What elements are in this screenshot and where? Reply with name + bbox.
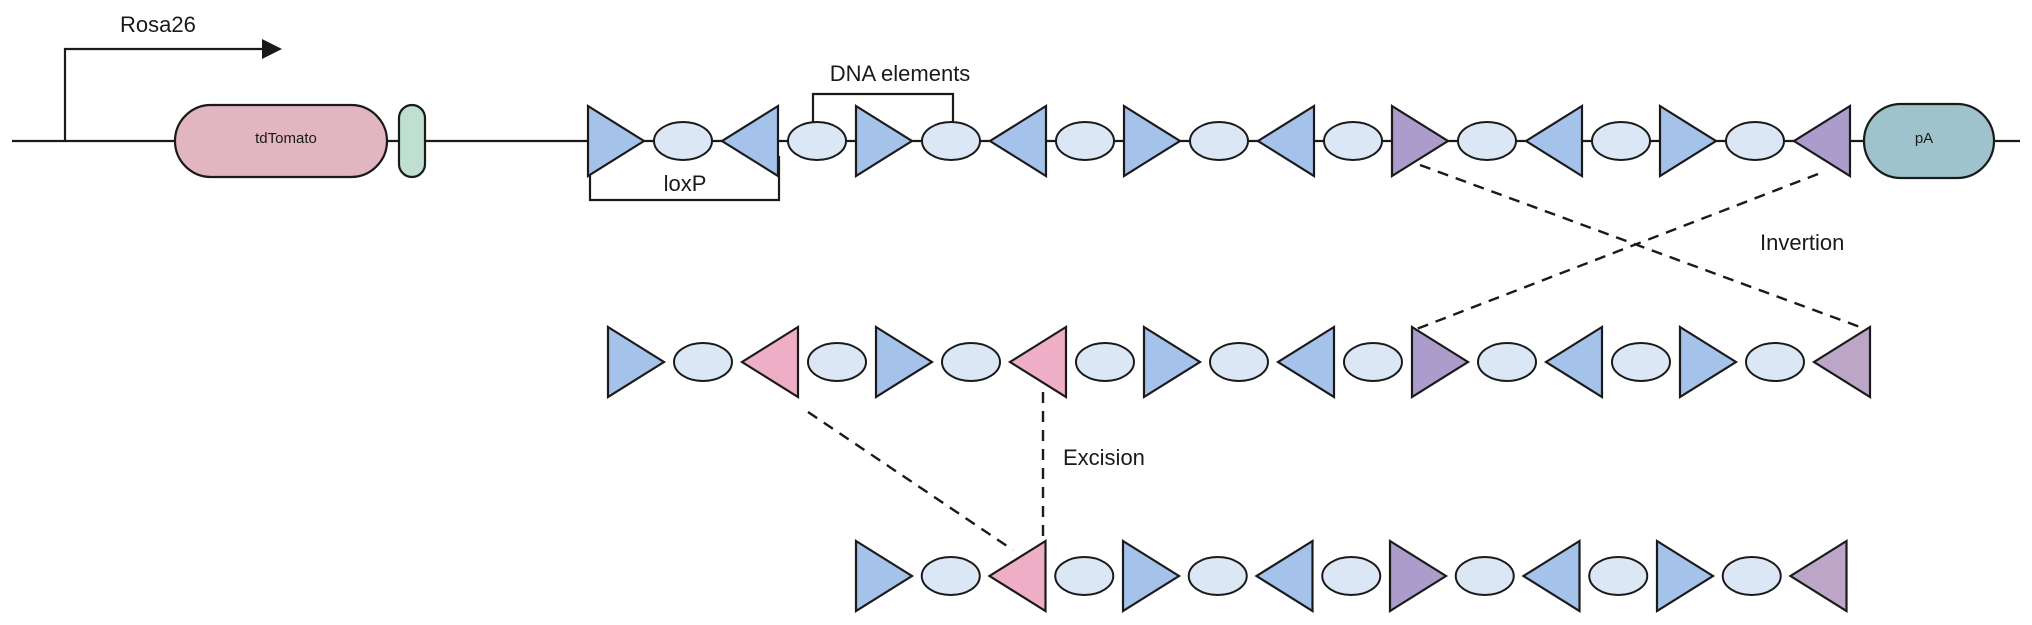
inverted-dna-element-oval <box>1745 342 1805 382</box>
inverted-dna-element-oval <box>673 342 733 382</box>
original-dna-element-oval <box>1189 121 1249 161</box>
original-dna-element-oval <box>1457 121 1517 161</box>
inverted-loxp-pink-left-triangle <box>1007 325 1068 399</box>
original-dna-element-oval <box>1725 121 1785 161</box>
inversion-dash-2 <box>1413 172 1819 332</box>
excised-loxp-blue-left-triangle <box>1521 539 1581 613</box>
original-loxp-blue-left-triangle <box>1523 104 1584 178</box>
excised-dna-element-oval <box>1321 556 1382 596</box>
original-loxp-blue-left-triangle <box>1255 104 1316 178</box>
excision-label: Excision <box>1063 445 1145 470</box>
promoter-arrow-line <box>63 47 268 141</box>
original-loxp-blue-right-triangle <box>854 104 915 178</box>
inverted-dna-element-oval <box>1209 342 1269 382</box>
inversion-dash-1 <box>1419 163 1861 329</box>
inverted-loxp-blue-right-triangle <box>1142 325 1203 399</box>
reporter-label: tdTomato <box>255 130 317 147</box>
excised-dna-element-oval <box>920 556 981 596</box>
dna-elements-label: DNA elements <box>830 61 971 86</box>
original-dna-element-oval <box>921 121 981 161</box>
excised-loxp-pink-left-triangle <box>987 539 1047 613</box>
loxp-bracket <box>588 156 781 202</box>
excised-loxp-blue-right-triangle <box>1121 539 1182 613</box>
inverted-loxp-blue-right-triangle <box>1678 325 1739 399</box>
original-dna-element-oval <box>787 121 847 161</box>
excised-dna-element-oval <box>1454 556 1515 596</box>
original-loxp-blue-right-triangle <box>1658 104 1719 178</box>
inverted-loxp-blue-right-triangle <box>606 325 667 399</box>
inverted-loxp-purple-right-triangle <box>1410 325 1471 399</box>
inverted-loxp-pink-left-triangle <box>739 325 800 399</box>
original-dna-element-oval <box>1323 121 1383 161</box>
dna-elements-bracket <box>811 92 955 124</box>
excised-dna-element-oval <box>1187 556 1248 596</box>
excised-loxp-mauve-left-triangle <box>1788 539 1848 613</box>
inversion-label: Invertion <box>1760 230 1844 255</box>
inverted-loxp-mauve-left-triangle <box>1811 325 1872 399</box>
excised-loxp-blue-left-triangle <box>1254 539 1314 613</box>
tdtomato-box <box>173 103 389 179</box>
excised-loxp-blue-right-triangle <box>854 539 915 613</box>
excised-loxp-blue-right-triangle <box>1655 539 1716 613</box>
inverted-loxp-blue-right-triangle <box>874 325 935 399</box>
inverted-loxp-blue-left-triangle <box>1275 325 1336 399</box>
excised-dna-element-oval <box>1054 556 1115 596</box>
original-dna-element-oval <box>1055 121 1115 161</box>
original-loxp-purple-left-triangle <box>1791 104 1852 178</box>
original-loxp-blue-left-triangle <box>987 104 1048 178</box>
original-loxp-blue-left-triangle <box>719 104 780 178</box>
inverted-dna-element-oval <box>1477 342 1537 382</box>
promoter-label: Rosa26 <box>120 12 196 37</box>
inverted-dna-element-oval <box>807 342 867 382</box>
inverted-dna-element-oval <box>941 342 1001 382</box>
promoter-arrowhead <box>262 39 282 59</box>
loxp-label: loxP <box>664 171 707 196</box>
inverted-dna-element-oval <box>1611 342 1671 382</box>
inverted-dna-element-oval <box>1343 342 1403 382</box>
spacer-element <box>397 103 427 179</box>
original-loxp-blue-right-triangle <box>1122 104 1183 178</box>
inverted-dna-element-oval <box>1075 342 1135 382</box>
original-loxp-blue-right-triangle <box>586 104 647 178</box>
polya-box <box>1862 102 1996 180</box>
original-dna-element-oval <box>1591 121 1651 161</box>
excised-dna-element-oval <box>1588 556 1649 596</box>
polya-label: pA <box>1915 130 1933 147</box>
excised-loxp-purple-right-triangle <box>1388 539 1449 613</box>
excised-dna-element-oval <box>1721 556 1782 596</box>
inverted-loxp-blue-left-triangle <box>1543 325 1604 399</box>
original-dna-element-oval <box>653 121 713 161</box>
original-loxp-purple-right-triangle <box>1390 104 1451 178</box>
excision-dash-1 <box>807 411 1014 551</box>
